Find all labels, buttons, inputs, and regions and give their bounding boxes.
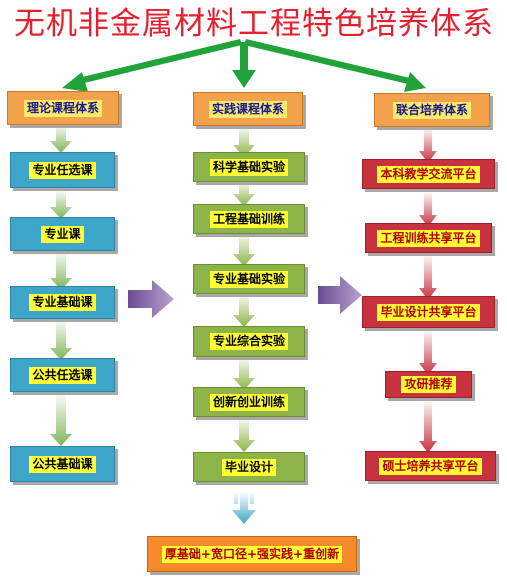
branch-arrow-left [78, 39, 242, 84]
joint-item-graduation-share: 毕业设计共享平台 [362, 296, 495, 328]
joint-header: 联合培养体系 [374, 93, 490, 127]
joint-item-engineering-share: 工程训练共享平台 [365, 223, 492, 253]
theory-item-public-elective: 公共任选课 [10, 358, 115, 392]
theory-arrows [50, 123, 72, 446]
practice-arrow-4 [233, 293, 255, 327]
joint-arrow-3 [419, 254, 437, 300]
theory-item-label: 专业基础课 [29, 294, 96, 311]
practice-item-label: 创新创业训练 [209, 393, 288, 411]
joint-header-label: 联合培养体系 [392, 101, 471, 119]
theory-item-label: 公共任选课 [29, 366, 96, 384]
theory-arrow-1 [50, 123, 72, 153]
practice-item-label: 专业基础实验 [209, 270, 288, 288]
joint-arrows [419, 127, 437, 453]
practice-item-science-lab: 科学基础实验 [193, 152, 305, 182]
practice-item-label: 毕业设计 [221, 458, 276, 476]
branch-arrow-left-head [62, 72, 88, 92]
branch-arrow-right [244, 39, 410, 84]
joint-arrow-4 [419, 329, 437, 375]
joint-arrow-1 [419, 127, 437, 163]
theory-arrow-5 [50, 392, 72, 446]
joint-item-graduate-recommend: 攻研推荐 [385, 371, 472, 398]
flow-arrow-practice-to-joint [318, 276, 362, 314]
practice-item-graduation-design: 毕业设计 [193, 452, 305, 482]
practice-arrow-3 [233, 232, 255, 266]
practice-header: 实践课程体系 [193, 92, 303, 126]
flow-arrow-theory-to-practice [128, 280, 174, 318]
theory-arrow-3 [50, 250, 72, 290]
summary-box: 厚基础+宽口径+强实践+重创新 [147, 536, 357, 572]
joint-item-teaching-exchange: 本科教学交流平台 [362, 159, 495, 189]
theory-item-public-basic: 公共基础课 [10, 446, 115, 482]
practice-item-label: 工程基础训练 [209, 210, 288, 228]
theory-header-label: 理论课程体系 [23, 99, 102, 117]
theory-item-major-basic: 专业基础课 [10, 286, 115, 319]
branch-arrow-right-head [404, 72, 426, 92]
practice-item-innovation: 创新创业训练 [193, 387, 305, 417]
branch-arrow-center-head [232, 70, 256, 88]
joint-item-label: 本科教学交流平台 [377, 165, 480, 183]
joint-item-master-share: 硕士培养共享平台 [365, 451, 496, 481]
joint-arrow-5 [419, 399, 437, 453]
practice-item-label: 科学基础实验 [209, 158, 288, 176]
practice-arrow-6 [233, 416, 255, 452]
summary-label: 厚基础+宽口径+强实践+重创新 [161, 545, 343, 563]
joint-item-label: 毕业设计共享平台 [377, 303, 480, 321]
summary-arrow [232, 492, 256, 524]
branch-arrows [62, 39, 426, 92]
theory-item-major: 专业课 [10, 217, 115, 251]
joint-arrow-2 [419, 191, 437, 227]
practice-arrow-1 [233, 125, 255, 157]
joint-item-label: 攻研推荐 [401, 376, 456, 393]
practice-item-label: 专业综合实验 [209, 333, 288, 350]
theory-item-elective: 专业任选课 [10, 152, 115, 188]
joint-item-label: 工程训练共享平台 [377, 229, 480, 247]
diagram-title: 无机非金属材料工程特色培养体系 [14, 6, 494, 42]
practice-item-major-lab: 专业基础实验 [193, 264, 305, 294]
theory-arrow-4 [50, 318, 72, 360]
theory-header: 理论课程体系 [7, 91, 119, 125]
practice-arrow-2 [233, 180, 255, 206]
joint-item-label: 硕士培养共享平台 [379, 457, 482, 475]
practice-item-engineering-training: 工程基础训练 [193, 204, 305, 234]
theory-arrow-2 [50, 189, 72, 219]
theory-item-label: 公共基础课 [29, 455, 96, 473]
practice-header-label: 实践课程体系 [208, 100, 287, 118]
practice-arrow-5 [233, 356, 255, 390]
theory-item-label: 专业任选课 [29, 161, 96, 179]
branch-arrow-center [240, 42, 248, 72]
practice-arrows [233, 125, 255, 452]
practice-item-comprehensive-lab: 专业综合实验 [193, 326, 305, 357]
theory-item-label: 专业课 [41, 225, 84, 243]
